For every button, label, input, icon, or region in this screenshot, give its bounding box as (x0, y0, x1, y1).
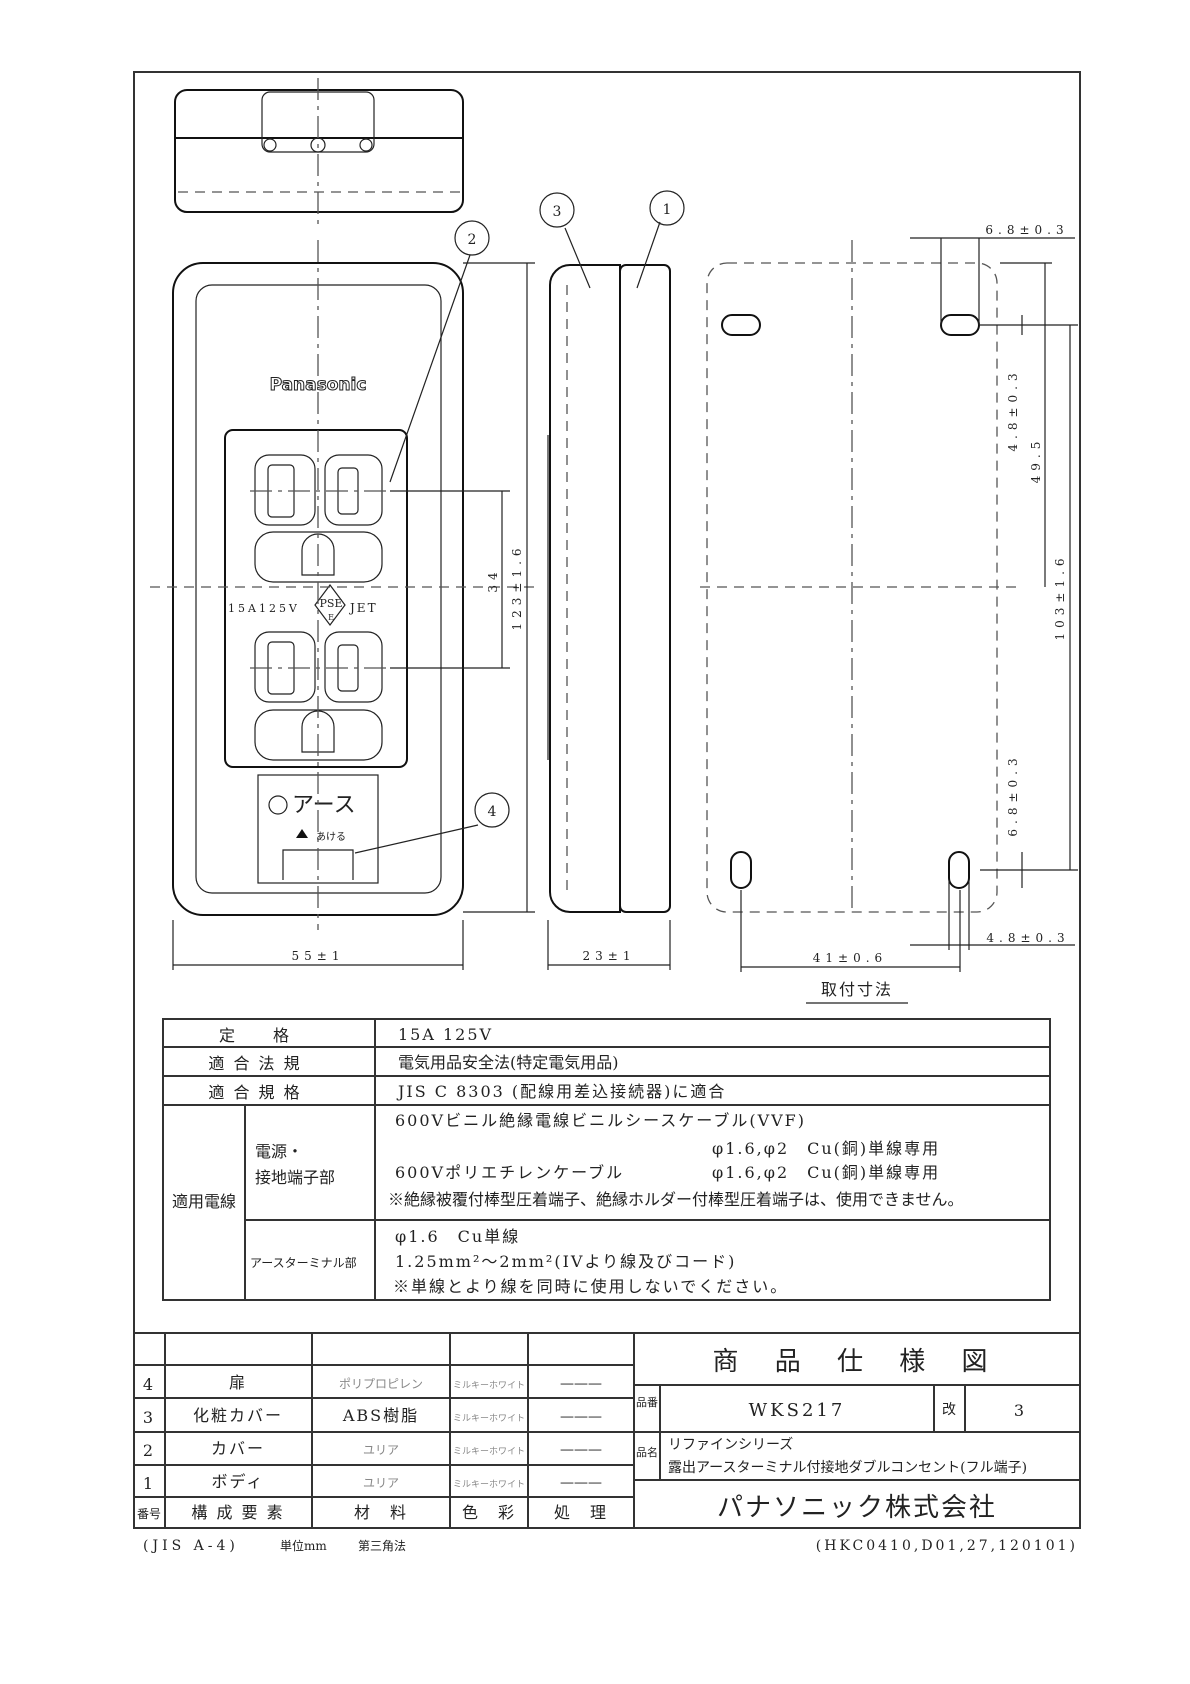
name-label: 品名 (636, 1445, 658, 1459)
open-label: あける (316, 831, 346, 843)
header-component: 構 成 要 素 (191, 1503, 284, 1522)
sheet-border (133, 71, 1081, 1529)
mounting-view (700, 240, 1020, 913)
part-color: ミルキーホワイト (453, 1380, 525, 1391)
series-name: リファインシリーズ (668, 1437, 793, 1453)
part-name: ボディ (212, 1472, 265, 1491)
dimension-lines (172, 221, 1078, 1004)
part-finish: ——— (560, 1376, 602, 1392)
table-row: 3 化粧カバー ABS樹脂 ミルキーホワイト ——— (143, 1406, 602, 1427)
part-no: 3 (143, 1408, 155, 1427)
dim-width: 55±1 (292, 949, 345, 963)
rev-label: 改 (942, 1402, 956, 1418)
dim-mount-pitch: 49.5 (1029, 437, 1043, 484)
dim-mount-width: 41±0.6 (813, 951, 887, 965)
part-no: 2 (143, 1441, 155, 1460)
rating-label: 定 格 (219, 1026, 291, 1045)
power-note: ※絶縁被覆付棒型圧着端子、絶縁ホルダー付棒型圧着端子は、使用できません。 (388, 1190, 964, 1209)
part-finish: ——— (560, 1442, 602, 1458)
power-line-3b: φ1.6,φ2 Cu(銅)単線専用 (712, 1163, 940, 1182)
standard-value: JIS C 8303 (配線用差込接続器)に適合 (396, 1082, 726, 1101)
part-color: ミルキーホワイト (453, 1479, 525, 1490)
power-line-2: φ1.6,φ2 Cu(銅)単線専用 (712, 1139, 940, 1158)
unit-label: 単位mm (280, 1538, 327, 1553)
earth-terminal-label: アースターミナル部 (250, 1255, 357, 1270)
pse-sub: E (328, 613, 334, 622)
part-no-label: 品番 (636, 1396, 658, 1409)
part-name: カバー (211, 1439, 265, 1458)
spec-table (162, 1018, 1051, 1301)
law-label: 適 合 法 規 (208, 1054, 301, 1073)
paper-size: (JIS A-4) (143, 1538, 239, 1554)
dim-mount-height: 103±1.6 (1053, 553, 1067, 640)
product-name: 露出アースターミナル付接地ダブルコンセント(フル端子) (668, 1459, 1027, 1476)
dim-depth: 23±1 (583, 949, 636, 963)
open-arrow-icon (296, 829, 308, 838)
power-label-1: 電源・ (255, 1142, 303, 1161)
balloon-4: 4 (488, 804, 497, 820)
earth-line-2: 1.25mm²〜2mm²(IVより線及びコード) (395, 1252, 736, 1271)
balloon-1: 1 (663, 202, 672, 218)
projection-label: 第三角法 (358, 1539, 406, 1553)
rating-value: 15A 125V (398, 1025, 493, 1044)
power-line-3a: 600Vポリエチレンケーブル (395, 1163, 624, 1182)
pse-mark: PSE (320, 597, 343, 610)
balloon-2: 2 (468, 232, 477, 248)
part-color: ミルキーホワイト (453, 1446, 525, 1457)
jet-mark: JET (348, 601, 378, 615)
part-material: ポリプロピレン (339, 1377, 423, 1391)
law-value: 電気用品安全法(特定電気用品) (398, 1053, 619, 1072)
earth-label: アース (292, 793, 356, 818)
dim-slot-bottom: 4.8±0.3 (986, 931, 1069, 945)
standard-label: 適 合 規 格 (208, 1083, 301, 1102)
part-number: WKS217 (749, 1400, 846, 1421)
wire-label: 適用電線 (172, 1192, 236, 1211)
part-color: ミルキーホワイト (453, 1413, 525, 1424)
part-no: 1 (143, 1474, 155, 1493)
table-row: 4 扉 ポリプロピレン ミルキーホワイト ——— (143, 1373, 602, 1394)
document-code: (HKC0410,D01,27,120101) (816, 1538, 1078, 1554)
part-no: 4 (143, 1375, 155, 1394)
power-line-1: 600Vビニル絶縁電線ビニルシースケーブル(VVF) (395, 1111, 806, 1130)
parts-table (134, 1332, 1080, 1528)
earth-line-1: φ1.6 Cu単線 (395, 1227, 520, 1246)
company-name: パナソニック株式会社 (717, 1493, 997, 1523)
parts-header: 番号 構 成 要 素 材 料 色 彩 処 理 (137, 1503, 608, 1522)
dim-pitch: 34 (486, 567, 500, 592)
power-label-2: 接地端子部 (255, 1168, 335, 1187)
header-no: 番号 (137, 1507, 161, 1521)
part-name: 扉 (229, 1373, 247, 1392)
table-row: 2 カバー ユリア ミルキーホワイト ——— (143, 1439, 602, 1460)
dim-slot-h-top: 4.8±0.3 (1006, 368, 1020, 451)
rev-number: 3 (1014, 1401, 1026, 1420)
dim-slot-h-bottom: 6.8±0.3 (1006, 753, 1020, 836)
part-material: ユリア (363, 1443, 399, 1457)
header-finish: 処 理 (554, 1503, 608, 1522)
header-color: 色 彩 (462, 1503, 516, 1522)
part-material: ABS樹脂 (342, 1406, 419, 1425)
face-rating: 15A125V (228, 602, 300, 615)
dim-height: 123±1.6 (510, 543, 524, 630)
balloon-3: 3 (553, 204, 562, 220)
drawing-title: 商 品 仕 様 図 (712, 1347, 1001, 1377)
part-finish: ——— (560, 1475, 602, 1491)
table-row: 1 ボディ ユリア ミルキーホワイト ——— (143, 1472, 602, 1493)
side-view (547, 264, 671, 913)
front-view: Panasonic 15A125V PSE E JET アース あける (150, 240, 540, 930)
top-view (174, 78, 464, 230)
part-material: ユリア (363, 1476, 399, 1490)
earth-note: ※単線とより線を同時に使用しないでください。 (393, 1277, 788, 1296)
part-finish: ——— (560, 1409, 602, 1425)
mount-caption: 取付寸法 (821, 980, 893, 999)
header-material: 材 料 (354, 1503, 408, 1522)
dim-slot-top: 6.8±0.3 (985, 223, 1068, 237)
part-name: 化粧カバー (193, 1406, 283, 1425)
